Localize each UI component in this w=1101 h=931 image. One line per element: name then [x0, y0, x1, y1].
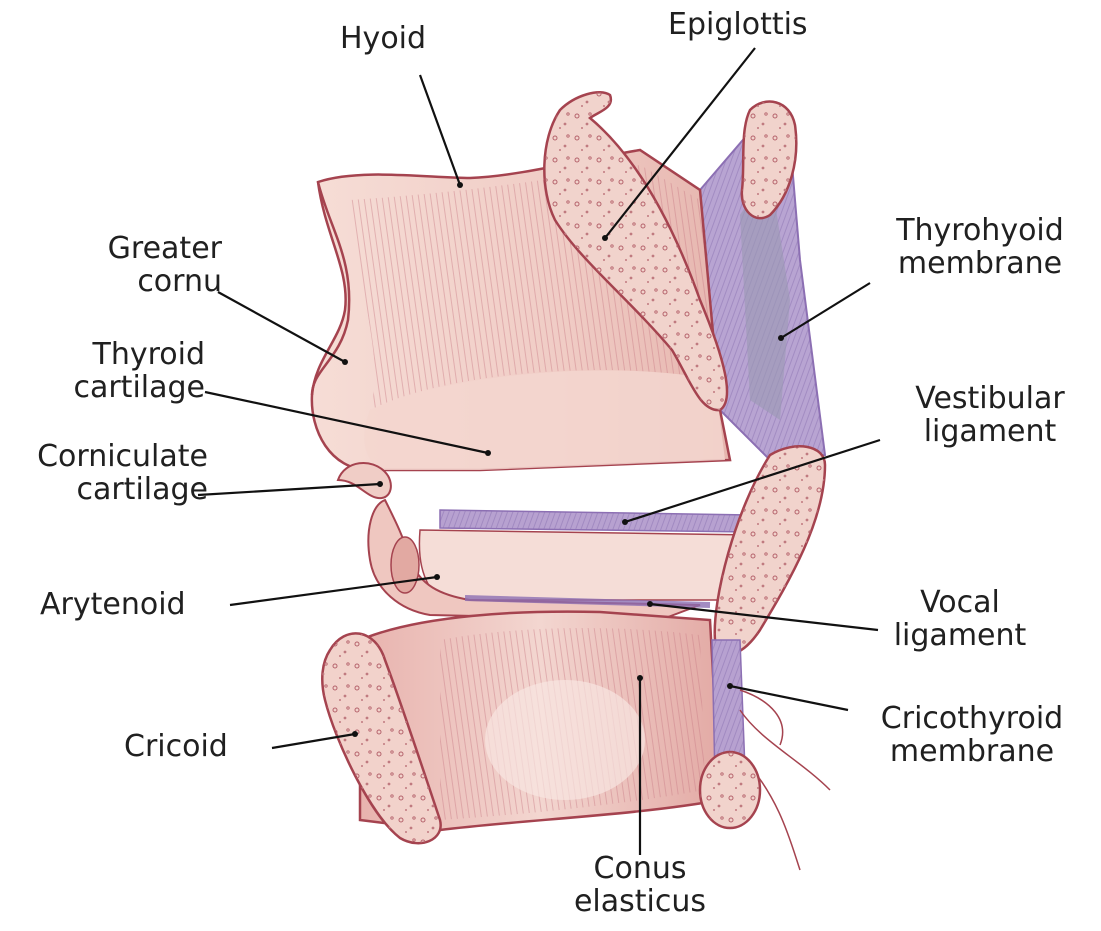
label-cricothyroid-membrane: Cricothyroid membrane [852, 702, 1092, 768]
cricoid-shape [322, 612, 720, 844]
label-cricoid: Cricoid [124, 730, 228, 763]
vestibular-ligament-shape [440, 510, 752, 532]
greater-cornu-pointer [218, 292, 345, 362]
label-corniculate-cartilage: Corniculate cartilage [8, 440, 208, 506]
laryngeal-ventricle-shape [419, 530, 752, 600]
label-thyrohyoid-membrane: Thyrohyoid membrane [870, 214, 1090, 280]
label-epiglottis: Epiglottis [668, 8, 808, 41]
hyoid-pointer [420, 75, 460, 185]
cricothyroid-membrane-pointer [730, 686, 848, 710]
label-vestibular-ligament: Vestibular ligament [890, 382, 1090, 448]
label-vocal-ligament: Vocal ligament [870, 586, 1050, 652]
cricoid-section-right [700, 752, 760, 828]
corniculate-cartilage-pointer [198, 484, 380, 495]
label-greater-cornu: Greater cornu [72, 232, 222, 298]
label-thyroid-cartilage: Thyroid cartilage [40, 338, 205, 404]
label-arytenoid: Arytenoid [40, 588, 186, 621]
label-conus-elasticus: Conus elasticus [545, 852, 735, 918]
label-hyoid: Hyoid [340, 22, 426, 55]
